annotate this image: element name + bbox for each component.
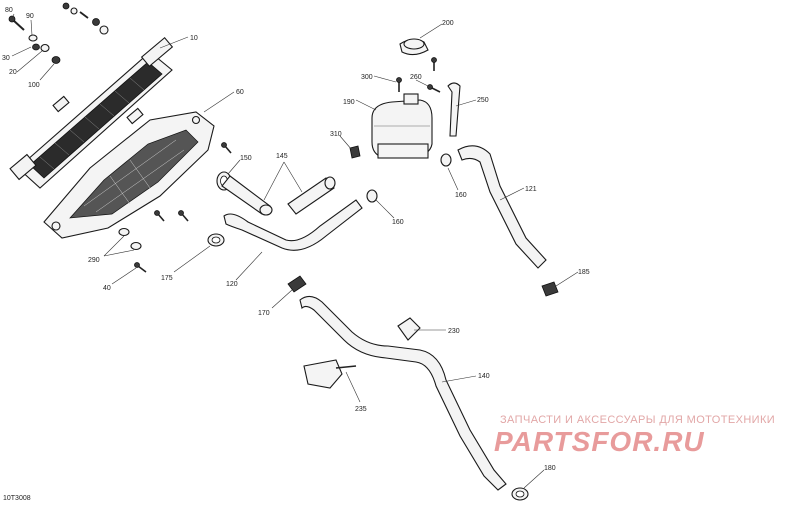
spacer-20 [40,43,50,53]
callout-180: 180 [544,465,556,472]
washers-290 [118,227,142,251]
callout-120: 120 [226,281,238,288]
screw-shroud-top [221,142,232,154]
nut-100 [51,56,61,64]
callout-200: 200 [442,20,454,27]
bracket-235 [303,359,357,389]
callout-230: 230 [448,328,460,335]
callout-80: 80 [5,7,13,14]
hose-clamp-160a [366,189,378,203]
callout-250: 250 [477,97,489,104]
screw-260 [427,57,441,93]
coolant-reservoir [371,93,433,159]
hose-145-b [287,176,336,215]
callout-140: 140 [478,373,490,380]
diagram-id: 10T3008 [3,495,31,502]
watermark-subtitle: ЗАПЧАСТИ И АКСЕССУАРЫ ДЛЯ МОТОТЕХНИКИ [500,414,776,426]
callout-90: 90 [26,13,34,20]
clip-170 [287,275,307,293]
callout-160-upper: 160 [455,192,467,199]
hose-145-a [221,175,273,216]
screw-40 [134,262,147,273]
leader-lines [11,13,579,489]
callout-10: 10 [190,35,198,42]
hose-clamp-160b [440,153,452,167]
callout-100: 100 [28,82,40,89]
callout-145: 145 [276,153,288,160]
reservoir-cap-200 [399,38,429,56]
bracket-230 [397,317,421,341]
screw-shroud-left [154,210,165,222]
callout-121: 121 [525,186,537,193]
callout-20: 20 [9,69,17,76]
callout-170: 170 [258,310,270,317]
callout-235: 235 [355,406,367,413]
fan-shroud [43,111,215,239]
overflow-tube-250 [447,82,461,137]
washer-90 [28,34,38,42]
hose-clamp-175 [207,233,225,247]
hose-121 [457,145,547,269]
callout-260: 260 [410,74,422,81]
callout-160-lower: 160 [392,219,404,226]
callout-labels: 80 90 30 20 100 10 60 150 145 160 290 40… [2,7,590,472]
callout-175: 175 [161,275,173,282]
hose-clamp-180 [511,487,529,501]
callout-290: 290 [88,257,100,264]
callout-310: 310 [330,131,342,138]
screw-80 [8,15,25,31]
callout-185: 185 [578,269,590,276]
hose-120 [223,199,363,251]
watermark-brand: PARTSFOR.RU [494,426,705,457]
grommet-30 [32,43,40,51]
callout-60: 60 [236,89,244,96]
radiator [9,36,174,189]
callout-300: 300 [361,74,373,81]
callout-190: 190 [343,99,355,106]
callout-40: 40 [103,285,111,292]
hose-140 [299,295,507,491]
hose-clamp-185 [541,281,559,297]
callout-150: 150 [240,155,252,162]
top-bolt-row [62,2,109,35]
clip-310 [349,145,361,159]
screw-shroud-mid [178,210,189,222]
callout-30: 30 [2,55,10,62]
screw-300 [396,77,402,92]
